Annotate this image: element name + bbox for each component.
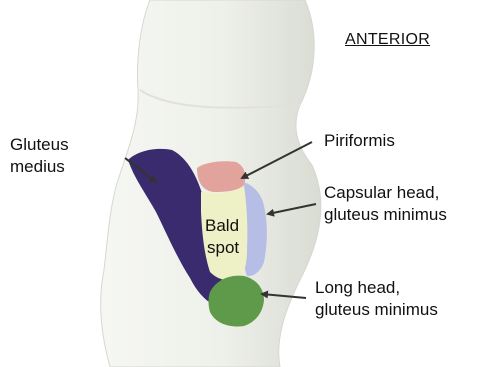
gluteus-medius-label-line1: Gluteus xyxy=(10,134,69,155)
view-label: ANTERIOR xyxy=(345,29,430,50)
piriformis-label: Piriformis xyxy=(324,130,395,151)
piriformis-footprint xyxy=(197,161,245,192)
capsular-head-label-line2: gluteus minimus xyxy=(324,204,447,225)
bald-spot-label-line1: Bald xyxy=(205,215,239,236)
long-head-label-line2: gluteus minimus xyxy=(315,299,438,320)
bald-spot-label-line2: spot xyxy=(207,237,239,258)
capsular-head-label-line1: Capsular head, xyxy=(324,182,439,203)
long-head-label-line1: Long head, xyxy=(315,277,400,298)
gluteus-medius-label-line2: medius xyxy=(10,156,65,177)
